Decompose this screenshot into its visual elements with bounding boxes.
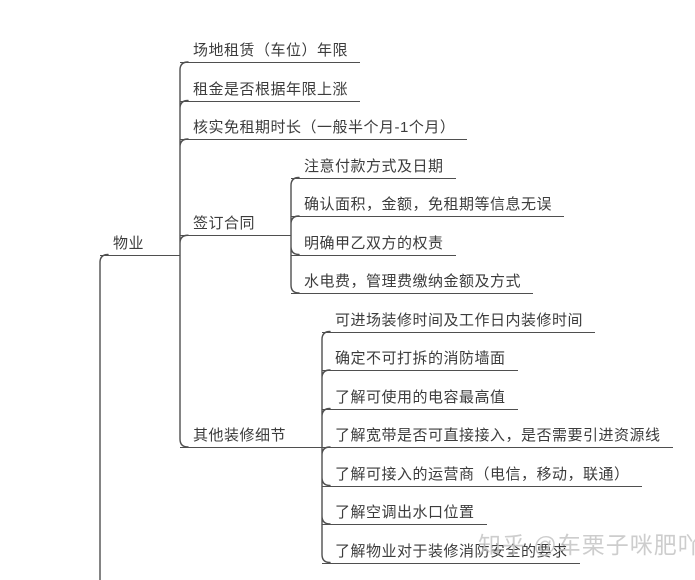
mindmap-node: 核实免租期时长（一般半个月-1个月） <box>180 118 468 140</box>
mindmap-node: 确定不可打拆的消防墙面 <box>322 349 518 371</box>
mindmap-node: 了解可接入的运营商（电信，移动，联通） <box>322 465 642 487</box>
mindmap-node: 注意付款方式及日期 <box>291 157 456 179</box>
mindmap-node: 了解物业对于装修消防安全的要求 <box>322 542 580 564</box>
mindmap-node: 租金是否根据年限上涨 <box>180 80 361 102</box>
mindmap-node: 签订合同 <box>180 214 292 237</box>
mindmap-node: 明确甲乙双方的权责 <box>291 234 456 256</box>
mindmap-node: 了解宽带是否可直接接入，是否需要引进资源线 <box>322 426 673 448</box>
mindmap-node: 水电费，管理费缴纳金额及方式 <box>291 272 534 294</box>
mindmap-node: 可进场装修时间及工作日内装修时间 <box>322 311 596 333</box>
mindmap-node: 了解空调出水口位置 <box>322 503 487 525</box>
mindmap-node: 其他装修细节 <box>180 426 323 448</box>
mindmap-node: 了解可使用的电容最高值 <box>322 388 518 410</box>
mindmap-root-node: 物业 <box>100 234 181 256</box>
mindmap-node: 确认面积，金额，免租期等信息无误 <box>291 195 565 217</box>
zhihu-watermark: 知乎 @车栗子咪肥吖 <box>478 532 695 558</box>
mindmap-node: 场地租赁（车位）年限 <box>180 41 361 63</box>
